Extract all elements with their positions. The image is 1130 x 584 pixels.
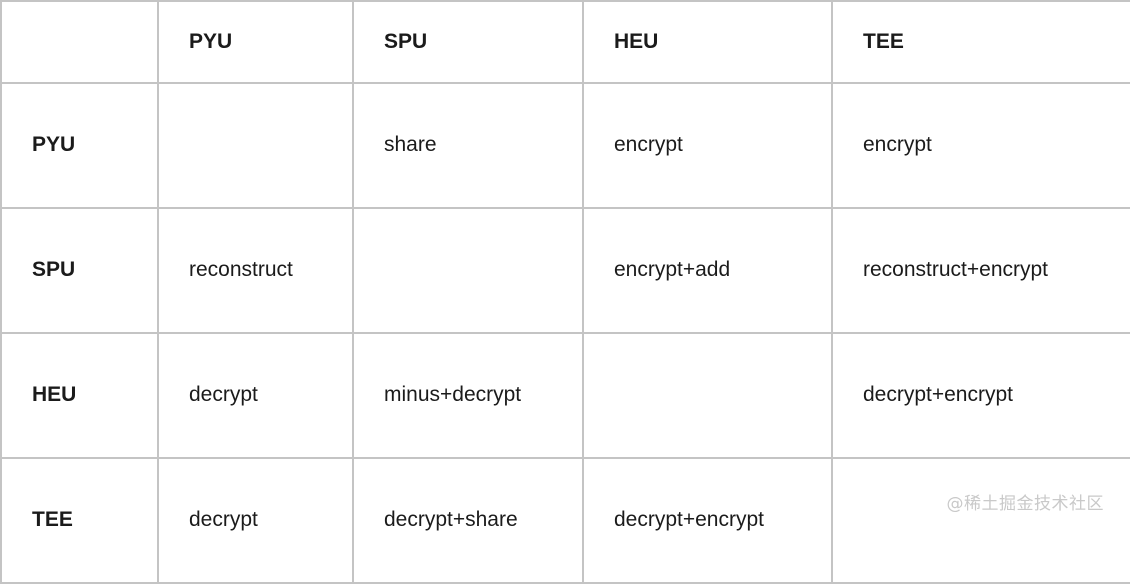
- cell-spu-heu: encrypt+add: [582, 207, 833, 334]
- cell-tee-pyu: decrypt: [157, 457, 354, 584]
- cell-tee-tee: [831, 457, 1130, 584]
- row-header-tee: TEE: [0, 457, 159, 584]
- table-body: PYU share encrypt encrypt SPU reconstruc…: [0, 82, 1130, 584]
- column-header-pyu: PYU: [157, 0, 354, 84]
- cell-pyu-pyu: [157, 82, 354, 209]
- table-row: TEE decrypt decrypt+share decrypt+encryp…: [0, 457, 1130, 584]
- cell-tee-heu: decrypt+encrypt: [582, 457, 833, 584]
- cell-tee-spu: decrypt+share: [352, 457, 584, 584]
- column-header-heu: HEU: [582, 0, 833, 84]
- cell-spu-spu: [352, 207, 584, 334]
- cell-heu-pyu: decrypt: [157, 332, 354, 459]
- cell-pyu-spu: share: [352, 82, 584, 209]
- cell-pyu-tee: encrypt: [831, 82, 1130, 209]
- cell-heu-heu: [582, 332, 833, 459]
- row-header-pyu: PYU: [0, 82, 159, 209]
- row-header-spu: SPU: [0, 207, 159, 334]
- header-row: PYU SPU HEU TEE: [0, 0, 1130, 84]
- column-header-tee: TEE: [831, 0, 1130, 84]
- row-header-heu: HEU: [0, 332, 159, 459]
- table-row: SPU reconstruct encrypt+add reconstruct+…: [0, 207, 1130, 334]
- table-row: HEU decrypt minus+decrypt decrypt+encryp…: [0, 332, 1130, 459]
- cell-spu-tee: reconstruct+encrypt: [831, 207, 1130, 334]
- corner-cell: [0, 0, 159, 84]
- column-header-spu: SPU: [352, 0, 584, 84]
- table-header: PYU SPU HEU TEE: [0, 0, 1130, 84]
- table-row: PYU share encrypt encrypt: [0, 82, 1130, 209]
- cell-pyu-heu: encrypt: [582, 82, 833, 209]
- cell-spu-pyu: reconstruct: [157, 207, 354, 334]
- cell-heu-tee: decrypt+encrypt: [831, 332, 1130, 459]
- cell-heu-spu: minus+decrypt: [352, 332, 584, 459]
